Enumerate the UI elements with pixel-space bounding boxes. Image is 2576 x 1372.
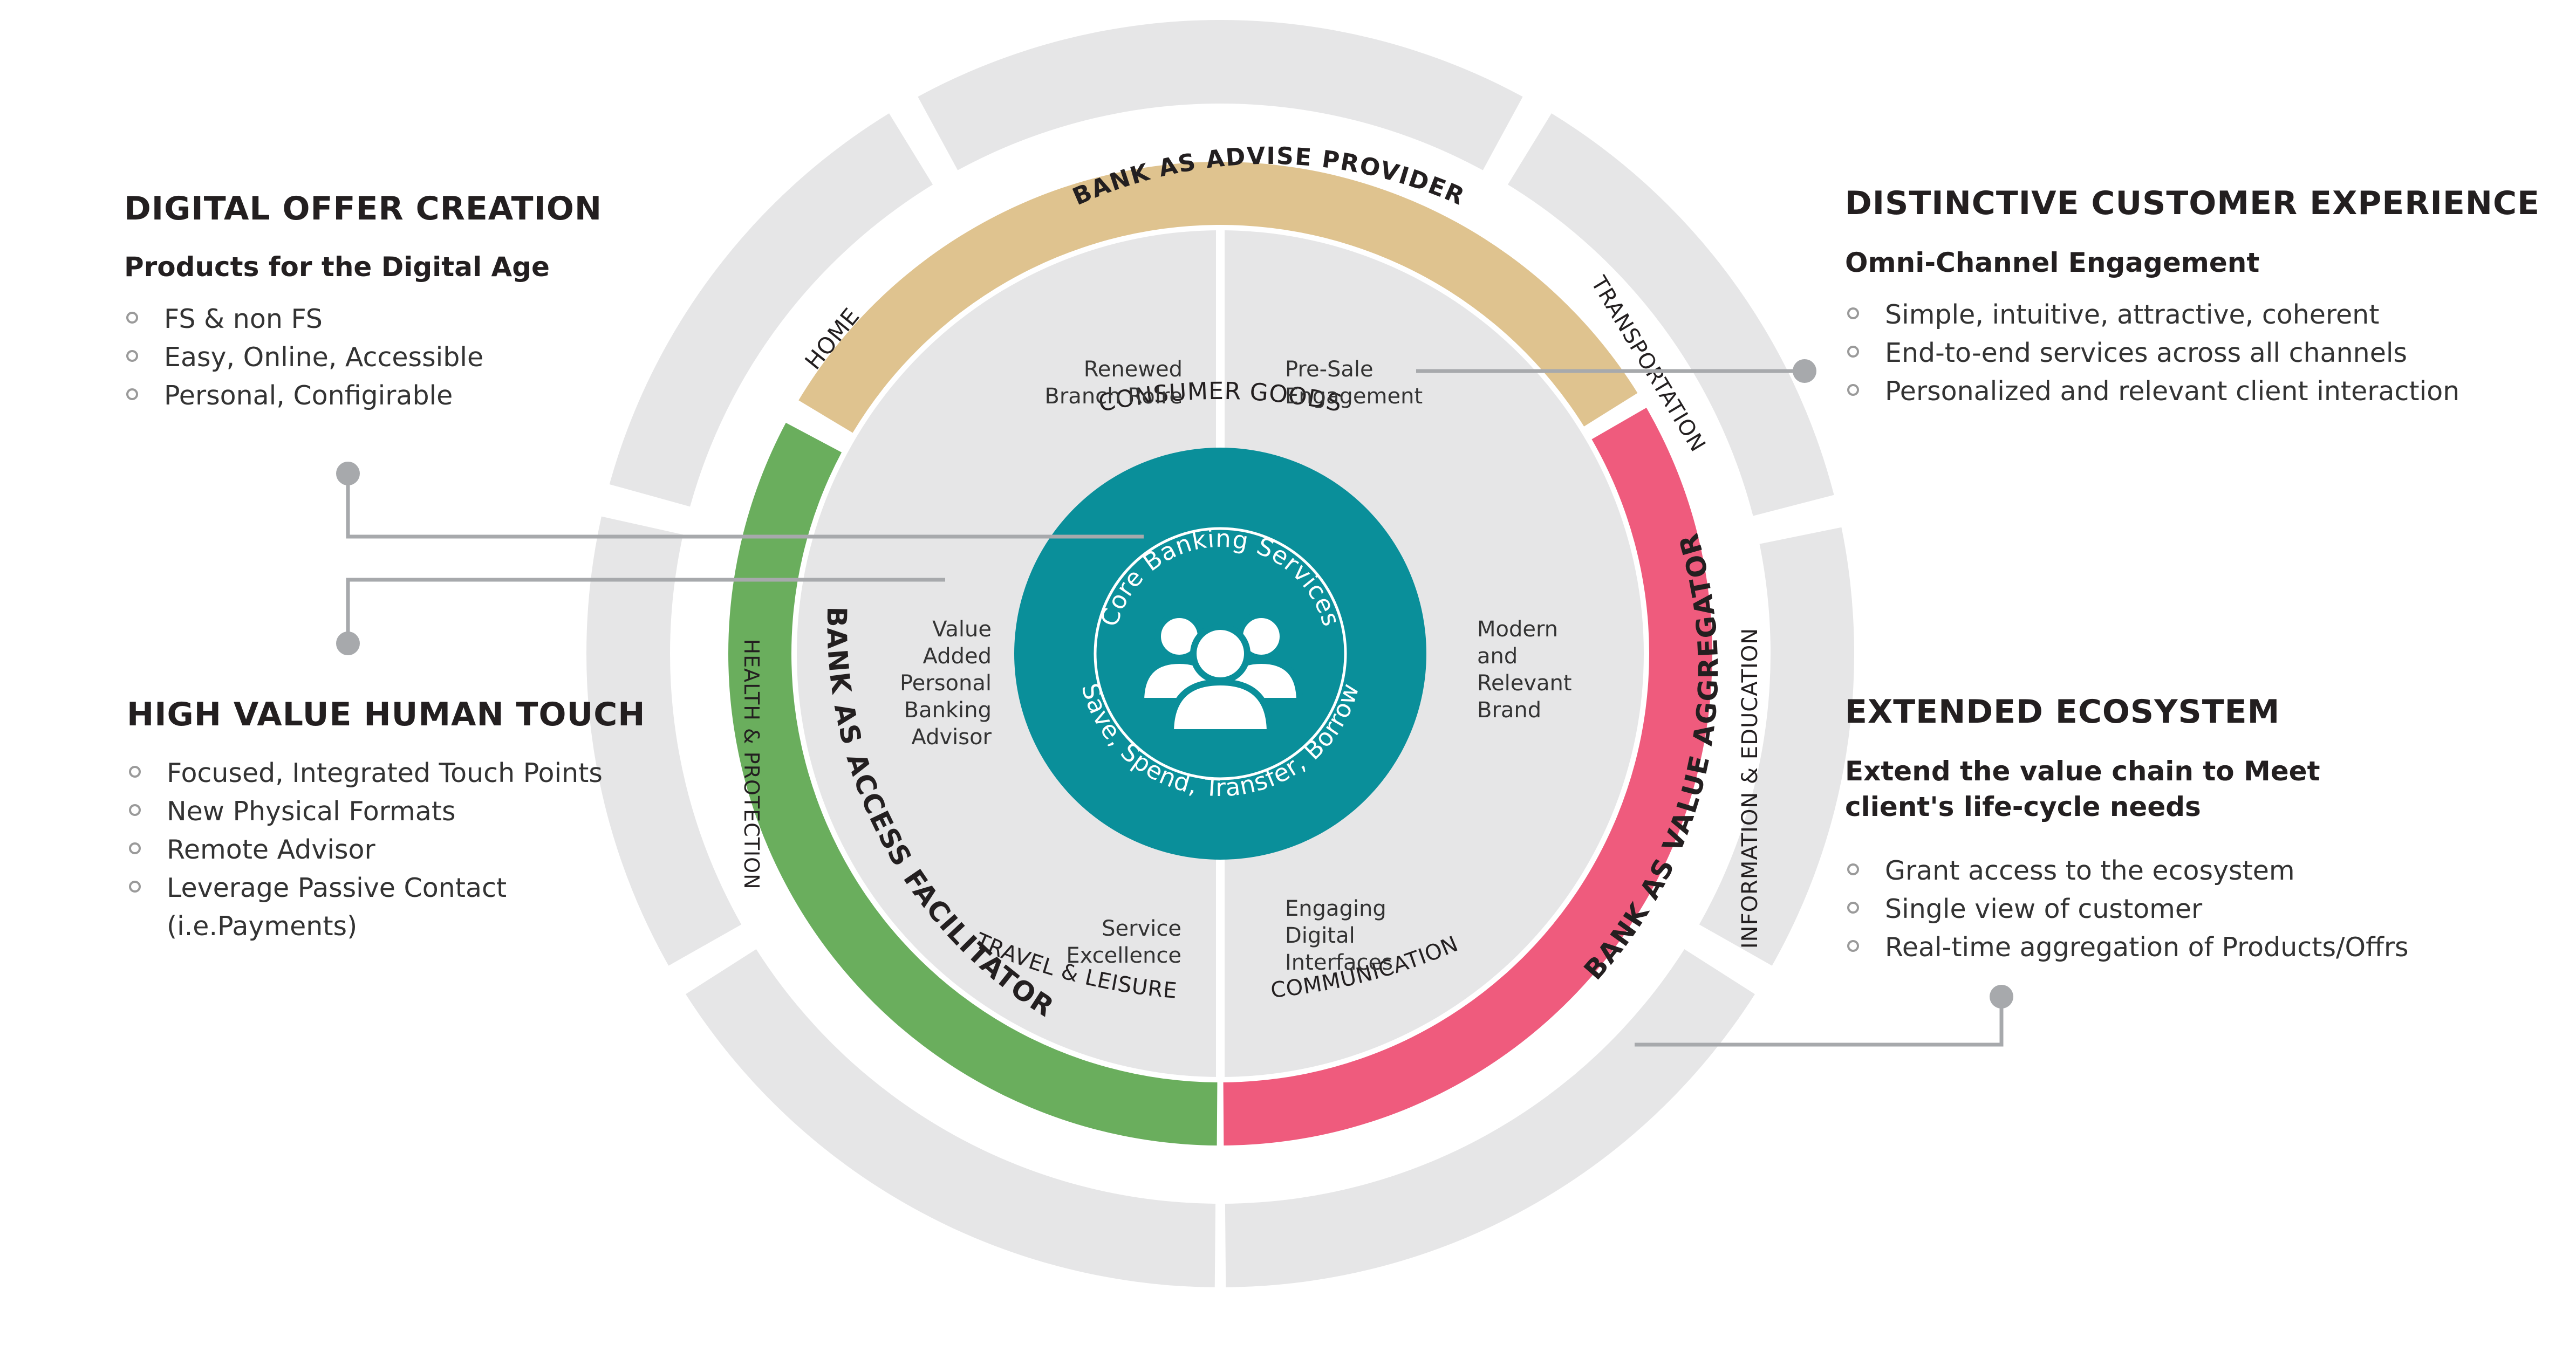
human-touch-bullets: Focused, Integrated Touch Points New Phy…: [127, 754, 645, 945]
value-added-text-line: Banking: [904, 698, 992, 723]
outer-segment-travel-leisure: [686, 949, 1216, 1287]
digital-offer-bullets: FS & non FS Easy, Online, Accessible Per…: [124, 300, 602, 415]
bullet-circle-icon: [126, 312, 138, 324]
outer-segment-consumer-goods: [918, 20, 1523, 170]
ring-arc-access-facilitator: [728, 422, 1218, 1145]
bullet-item: End-to-end services across all channels: [1845, 334, 2540, 372]
modern-brand-text-line: and: [1477, 644, 1518, 669]
outer-segment-home: [609, 113, 933, 507]
bullet-circle-icon: [1847, 863, 1859, 875]
outer-label-information-education: INFORMATION & EDUCATION: [1738, 628, 1762, 949]
core-inner-ring: [1094, 527, 1347, 780]
bullet-circle-icon: [129, 881, 141, 893]
digital-offer-subtitle: Products for the Digital Age: [124, 251, 550, 283]
value-added-text-line: Added: [923, 644, 992, 669]
bullet-item: FS & non FS: [124, 300, 602, 338]
customer-experience-bullets: Simple, intuitive, attractive, coherent …: [1845, 296, 2540, 410]
connector-human-touch: [346, 578, 945, 643]
ring-arc-value-aggregator: [1223, 408, 1713, 1145]
ecosystem-subtitle: Extend the value chain to Meet client's …: [1845, 756, 2320, 822]
modern-brand-text-line: Relevant: [1477, 671, 1572, 696]
bullet-circle-icon: [126, 388, 138, 400]
bullet-circle-icon: [129, 804, 141, 816]
customer-experience-panel: DISTINCTIVE CUSTOMER EXPERIENCE Omni-Cha…: [1845, 184, 2540, 410]
pre-sale-text-line: Pre-Sale: [1285, 357, 1374, 382]
bullet-item: Leverage Passive Contact(i.e.Payments): [127, 869, 645, 945]
ecosystem-title: EXTENDED ECOSYSTEM: [1845, 693, 2280, 731]
people-group-icon: [1137, 612, 1303, 736]
digital-offer-title: DIGITAL OFFER CREATION: [124, 190, 603, 228]
outer-segment-communication: [1225, 949, 1755, 1287]
bullet-item: Single view of customer: [1845, 890, 2409, 928]
bullet-circle-icon: [1847, 346, 1859, 358]
bullet-circle-icon: [1847, 902, 1859, 914]
outer-segment-health-protection: [586, 516, 742, 966]
human-touch-title: HIGH VALUE HUMAN TOUCH: [127, 696, 646, 733]
bullet-item: Remote Advisor: [127, 831, 645, 869]
bullet-circle-icon: [129, 842, 141, 854]
connector-dot-digital-offer: [336, 462, 360, 485]
human-touch-panel: HIGH VALUE HUMAN TOUCH Focused, Integrat…: [127, 696, 645, 945]
outer-ring: [586, 20, 1855, 1287]
bullet-item: Simple, intuitive, attractive, coherent: [1845, 296, 2540, 334]
modern-brand-text-line: Brand: [1477, 698, 1541, 723]
outer-label-health-protection: HEALTH & PROTECTION: [740, 639, 763, 890]
digital-offer-panel: DIGITAL OFFER CREATION Products for the …: [124, 190, 602, 415]
customer-experience-title: DISTINCTIVE CUSTOMER EXPERIENCE: [1845, 184, 2540, 222]
core-banking-circle: Core Banking Services Save, Spend, Trans…: [1014, 448, 1426, 860]
digital-interfaces-text-line: Interfaces: [1285, 950, 1393, 975]
renewed-branch-text-line: Branch Rolre: [1044, 384, 1183, 409]
renewed-branch-text-line: Renewed: [1084, 357, 1183, 382]
bullet-item: Grant access to the ecosystem: [1845, 852, 2409, 890]
middle-ring: [728, 161, 1713, 1145]
ecosystem-panel: EXTENDED ECOSYSTEM Extend the value chai…: [1845, 693, 2409, 966]
customer-experience-subtitle: Omni-Channel Engagement: [1845, 247, 2260, 278]
value-added-text-line: Value: [932, 617, 992, 642]
outer-segment-information-education: [1699, 527, 1855, 966]
bullet-item: New Physical Formats: [127, 792, 645, 831]
ecosystem-bullets: Grant access to the ecosystem Single vie…: [1845, 852, 2409, 966]
connector-dot-ecosystem: [1990, 985, 2013, 1009]
connector-ecosystem: [1635, 997, 2004, 1047]
value-added-text-line: Advisor: [911, 725, 992, 750]
digital-interfaces-text-line: Digital: [1285, 923, 1355, 948]
bullet-circle-icon: [1847, 384, 1859, 396]
bullet-item: Real-time aggregation of Products/Offrs: [1845, 928, 2409, 966]
bullet-item: Personalized and relevant client interac…: [1845, 372, 2540, 410]
connector-dot-human-touch: [336, 632, 360, 655]
bullet-item: Personal, Configirable: [124, 376, 602, 415]
outer-segment-transportation: [1507, 113, 1834, 516]
bullet-circle-icon: [1847, 940, 1859, 952]
modern-brand-text-line: Modern: [1477, 617, 1558, 642]
bullet-circle-icon: [126, 350, 138, 362]
digital-interfaces-text-line: Engaging: [1285, 896, 1386, 921]
value-added-text-line: Personal: [900, 671, 992, 696]
bullet-item: Easy, Online, Accessible: [124, 338, 602, 376]
bullet-circle-icon: [129, 766, 141, 778]
connector-dot-customer-experience: [1793, 359, 1816, 383]
service-excellence-text-line: Service: [1102, 916, 1181, 941]
ring-arc-advise-provider: [798, 161, 1638, 433]
bullet-item: Focused, Integrated Touch Points: [127, 754, 645, 792]
service-excellence-text-line: Excellence: [1066, 943, 1181, 968]
pre-sale-text-line: Engagement: [1285, 384, 1423, 409]
bullet-circle-icon: [1847, 307, 1859, 319]
connector-lines: [336, 359, 2013, 1047]
connector-digital-offer: [346, 474, 1144, 539]
